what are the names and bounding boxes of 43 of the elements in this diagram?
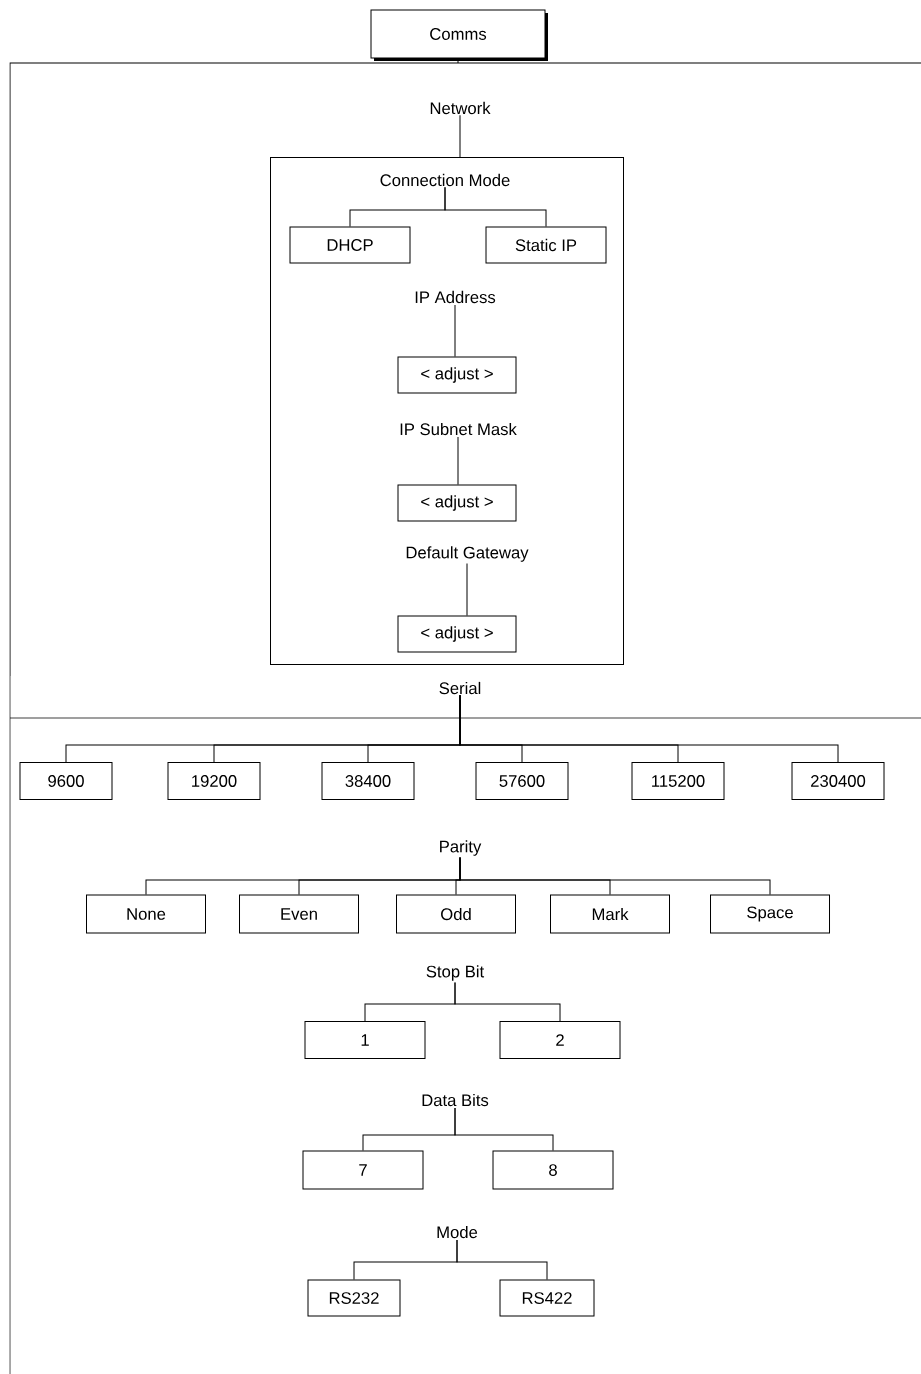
menu-heading: Stop Bit <box>426 965 485 981</box>
menu-box: RS232 <box>307 1279 401 1317</box>
menu-box: 8 <box>492 1150 614 1190</box>
section-heading: Serial <box>439 681 481 695</box>
menu-heading: IP Address <box>415 290 496 304</box>
group-heading: Connection Mode <box>380 173 510 187</box>
menu-box: 2 <box>499 1021 621 1059</box>
menu-box: Space <box>710 894 830 934</box>
connector-line <box>454 982 561 1022</box>
connector-line <box>454 304 456 357</box>
menu-heading: Data Bits <box>422 1093 489 1107</box>
menu-box: DHCP <box>289 226 411 264</box>
menu-box: Mark <box>550 894 670 934</box>
menu-box: Comms <box>370 9 548 61</box>
menu-box: < adjust > <box>397 356 517 394</box>
menu-box: 19200 <box>167 762 261 800</box>
connector-line <box>459 114 461 158</box>
menu-box: < adjust > <box>397 615 517 653</box>
menu-box: None <box>86 894 206 934</box>
menu-box: 9600 <box>19 762 113 800</box>
connector-line <box>459 694 839 763</box>
menu-box: 38400 <box>321 762 415 800</box>
menu-box: Static IP <box>485 226 607 264</box>
menu-box: Even <box>239 894 359 934</box>
connector-line <box>457 436 459 485</box>
menu-heading: Mode <box>437 1225 478 1239</box>
menu-box: 1 <box>304 1021 426 1059</box>
menu-box: 230400 <box>791 762 885 800</box>
menu-heading: Parity <box>440 840 482 856</box>
menu-box: 7 <box>302 1150 424 1190</box>
menu-box: 115200 <box>631 762 725 800</box>
connector-line <box>444 186 547 227</box>
connector-line <box>466 563 468 616</box>
menu-box: RS422 <box>499 1279 595 1317</box>
section-heading: Network <box>430 101 491 115</box>
menu-box: Odd <box>396 894 516 934</box>
menu-box: < adjust > <box>397 484 517 522</box>
menu-heading: Default Gateway <box>406 546 529 562</box>
connector-line <box>456 1239 548 1280</box>
connector-line <box>459 857 771 895</box>
menu-heading: IP Subnet Mask <box>400 422 517 436</box>
connector-line <box>454 1107 554 1151</box>
menu-box: 57600 <box>475 762 569 800</box>
